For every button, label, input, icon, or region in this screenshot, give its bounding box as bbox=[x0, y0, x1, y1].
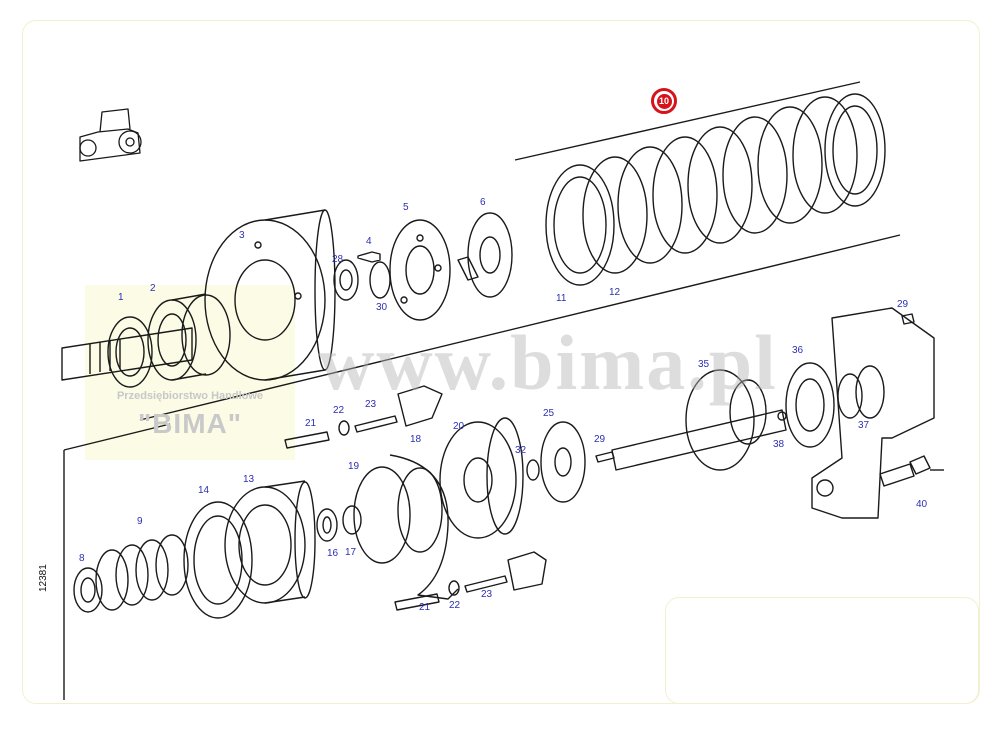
callout-13[interactable]: 13 bbox=[243, 474, 255, 485]
watermark-url: www.bima.pl bbox=[318, 319, 778, 406]
callout-11[interactable]: 11 bbox=[556, 293, 567, 304]
callout-9[interactable]: 9 bbox=[137, 516, 143, 527]
watermark-brand: "BIMA" bbox=[137, 408, 243, 439]
callout-6[interactable]: 6 bbox=[480, 197, 486, 208]
callout-18[interactable]: 18 bbox=[410, 434, 422, 445]
callout-37[interactable]: 37 bbox=[858, 420, 870, 431]
corner-panel bbox=[665, 597, 979, 704]
callout-21-upper[interactable]: 21 bbox=[305, 418, 317, 429]
callout-4[interactable]: 4 bbox=[366, 236, 372, 247]
callout-1[interactable]: 1 bbox=[118, 292, 124, 303]
callout-19[interactable]: 19 bbox=[348, 461, 360, 472]
watermark-company: Przedsiębiorstwo Handlowe bbox=[116, 390, 264, 402]
callout-22-lower[interactable]: 22 bbox=[449, 600, 461, 611]
callout-29-upper[interactable]: 29 bbox=[897, 299, 909, 310]
callout-21-lower[interactable]: 21 bbox=[419, 602, 431, 613]
callout-25[interactable]: 25 bbox=[543, 408, 555, 419]
callout-8[interactable]: 8 bbox=[79, 553, 85, 564]
callout-14[interactable]: 14 bbox=[198, 485, 210, 496]
callout-5[interactable]: 5 bbox=[403, 202, 409, 213]
callout-3[interactable]: 3 bbox=[239, 230, 245, 241]
callout-2[interactable]: 2 bbox=[150, 283, 156, 294]
tractor-icon bbox=[79, 108, 142, 162]
callout-40[interactable]: 40 bbox=[916, 499, 928, 510]
callout-38[interactable]: 38 bbox=[773, 439, 785, 450]
clutch-plate-pack bbox=[545, 93, 886, 286]
callout-35[interactable]: 35 bbox=[698, 359, 710, 370]
callout-29-lower[interactable]: 29 bbox=[594, 434, 606, 445]
callout-12[interactable]: 12 bbox=[609, 287, 621, 298]
drawing-code: 12381 bbox=[38, 564, 49, 592]
callout-30[interactable]: 30 bbox=[376, 302, 388, 313]
callout-23-upper[interactable]: 23 bbox=[365, 399, 377, 410]
callout-31[interactable]: 17 bbox=[345, 547, 357, 558]
callout-16[interactable]: 16 bbox=[327, 548, 339, 559]
diagram-frame bbox=[22, 20, 980, 704]
highlight-marker[interactable]: 10 bbox=[651, 88, 677, 114]
callout-20[interactable]: 20 bbox=[453, 421, 465, 432]
callout-32[interactable]: 32 bbox=[515, 445, 527, 456]
callout-22-upper[interactable]: 22 bbox=[333, 405, 345, 416]
callout-23-lower[interactable]: 23 bbox=[481, 589, 493, 600]
callout-36[interactable]: 36 bbox=[792, 345, 804, 356]
callout-28[interactable]: 28 bbox=[332, 254, 344, 265]
highlight-label: 10 bbox=[656, 93, 672, 109]
